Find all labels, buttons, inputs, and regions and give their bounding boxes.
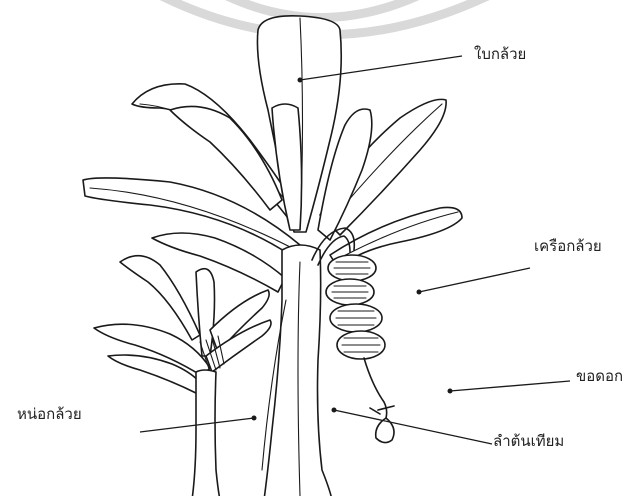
label-leaf: ใบกล้วย xyxy=(474,45,526,63)
pointer-sucker-dot xyxy=(252,416,257,421)
label-sucker: หน่อกล้วย xyxy=(17,405,82,423)
sucker-stem xyxy=(192,370,220,496)
pointer-bunch xyxy=(419,268,530,292)
leaf-center-inner xyxy=(272,104,302,230)
pointer-flower-stalk xyxy=(450,381,570,391)
pointer-leaf-dot xyxy=(298,78,303,83)
watermark-arc-inner xyxy=(215,0,430,18)
sucker-leaf-upright xyxy=(196,269,215,356)
label-pseudostem: ลำต้นเทียม xyxy=(493,432,564,450)
flower-bracts xyxy=(370,406,394,414)
pointer-pseudostem xyxy=(334,410,492,444)
pointer-bunch-dot xyxy=(417,290,422,295)
pointer-pseudostem-dot xyxy=(332,408,337,413)
pointer-flower-stalk-dot xyxy=(448,389,453,394)
label-bunch: เครือกล้วย xyxy=(534,237,602,255)
label-flower-stalk: ขอดอก xyxy=(576,367,623,385)
banana-bunch xyxy=(326,255,385,359)
